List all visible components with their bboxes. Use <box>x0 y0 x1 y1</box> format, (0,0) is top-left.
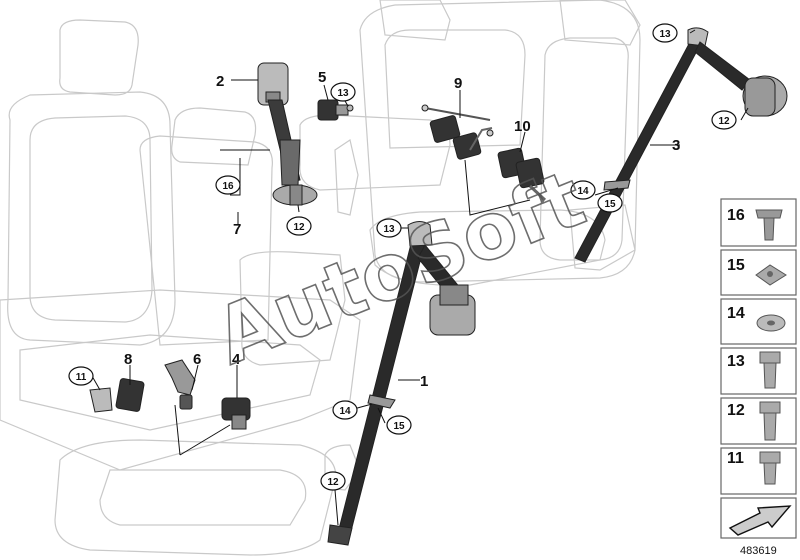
svg-text:13: 13 <box>383 224 395 235</box>
leader-lines <box>91 29 749 526</box>
buckle-6 <box>164 359 196 410</box>
svg-text:11: 11 <box>727 450 744 467</box>
svg-text:15: 15 <box>393 421 405 432</box>
circled-numbers: 11 12 12 12 13 13 13 14 <box>68 23 737 491</box>
bolt-long-icon <box>759 401 781 441</box>
bolt-flange-icon <box>755 209 783 241</box>
arrow-icon <box>728 505 792 536</box>
callout-4: 4 <box>232 351 241 368</box>
circled-15-right: 15 <box>597 193 623 213</box>
circled-13-top: 13 <box>330 82 356 102</box>
svg-text:15: 15 <box>727 257 745 274</box>
svg-text:14: 14 <box>727 305 745 322</box>
bolt-small-icon <box>759 451 781 485</box>
svg-text:13: 13 <box>727 353 745 370</box>
buckle-10 <box>497 147 547 202</box>
callout-2: 2 <box>216 73 224 90</box>
circled-12-bottom: 12 <box>320 471 346 491</box>
svg-text:12: 12 <box>727 402 745 419</box>
callout-7: 7 <box>233 221 241 238</box>
callout-9: 9 <box>454 75 462 92</box>
buckle-5 <box>317 99 354 121</box>
legend-row-15: 15 <box>720 249 797 296</box>
legend-arrow-box <box>720 497 797 539</box>
outer-belt-1 <box>327 221 476 546</box>
buckle-4 <box>221 397 251 430</box>
circled-16: 16 <box>215 175 241 195</box>
legend-row-11: 11 <box>720 447 797 495</box>
callout-1: 1 <box>420 373 428 390</box>
svg-text:11: 11 <box>76 372 87 383</box>
legend-row-13: 13 <box>720 347 797 395</box>
seat-belt-parts <box>89 27 788 546</box>
svg-text:16: 16 <box>222 181 234 192</box>
circled-14-right: 14 <box>570 180 596 200</box>
bolt-short-icon <box>759 351 781 389</box>
svg-text:14: 14 <box>577 186 589 197</box>
callout-10: 10 <box>514 118 531 135</box>
callout-8: 8 <box>124 351 132 368</box>
buckle-8 <box>89 378 145 413</box>
callout-numbers: 1 2 3 4 5 6 7 8 9 10 <box>124 69 680 390</box>
svg-text:13: 13 <box>337 88 349 99</box>
svg-text:15: 15 <box>604 199 616 210</box>
svg-text:12: 12 <box>718 116 730 127</box>
circled-15-left: 15 <box>386 415 412 435</box>
center-belt-assembly <box>257 62 318 206</box>
svg-text:14: 14 <box>339 406 351 417</box>
svg-text:12: 12 <box>293 222 305 233</box>
legend-row-12: 12 <box>720 397 797 445</box>
legend-row-14: 14 <box>720 298 797 345</box>
circled-13-right: 13 <box>652 23 678 43</box>
callout-6: 6 <box>193 351 201 368</box>
watermark: AutoSoft <box>203 154 596 383</box>
circled-12-center: 12 <box>286 216 312 236</box>
fastener-legend: 16 15 14 13 12 11 <box>720 198 797 539</box>
svg-text:13: 13 <box>659 29 671 40</box>
callout-5: 5 <box>318 69 326 86</box>
svg-text:16: 16 <box>727 207 745 224</box>
circled-14-left: 14 <box>332 400 358 420</box>
circled-13-center: 13 <box>376 218 402 238</box>
callout-3: 3 <box>672 137 680 154</box>
circled-12-right: 12 <box>711 110 737 130</box>
legend-row-16: 16 <box>720 198 797 247</box>
reference-number: 483619 <box>740 545 777 557</box>
buckle-9 <box>421 104 494 160</box>
circled-11: 11 <box>68 366 94 386</box>
svg-text:12: 12 <box>327 477 339 488</box>
